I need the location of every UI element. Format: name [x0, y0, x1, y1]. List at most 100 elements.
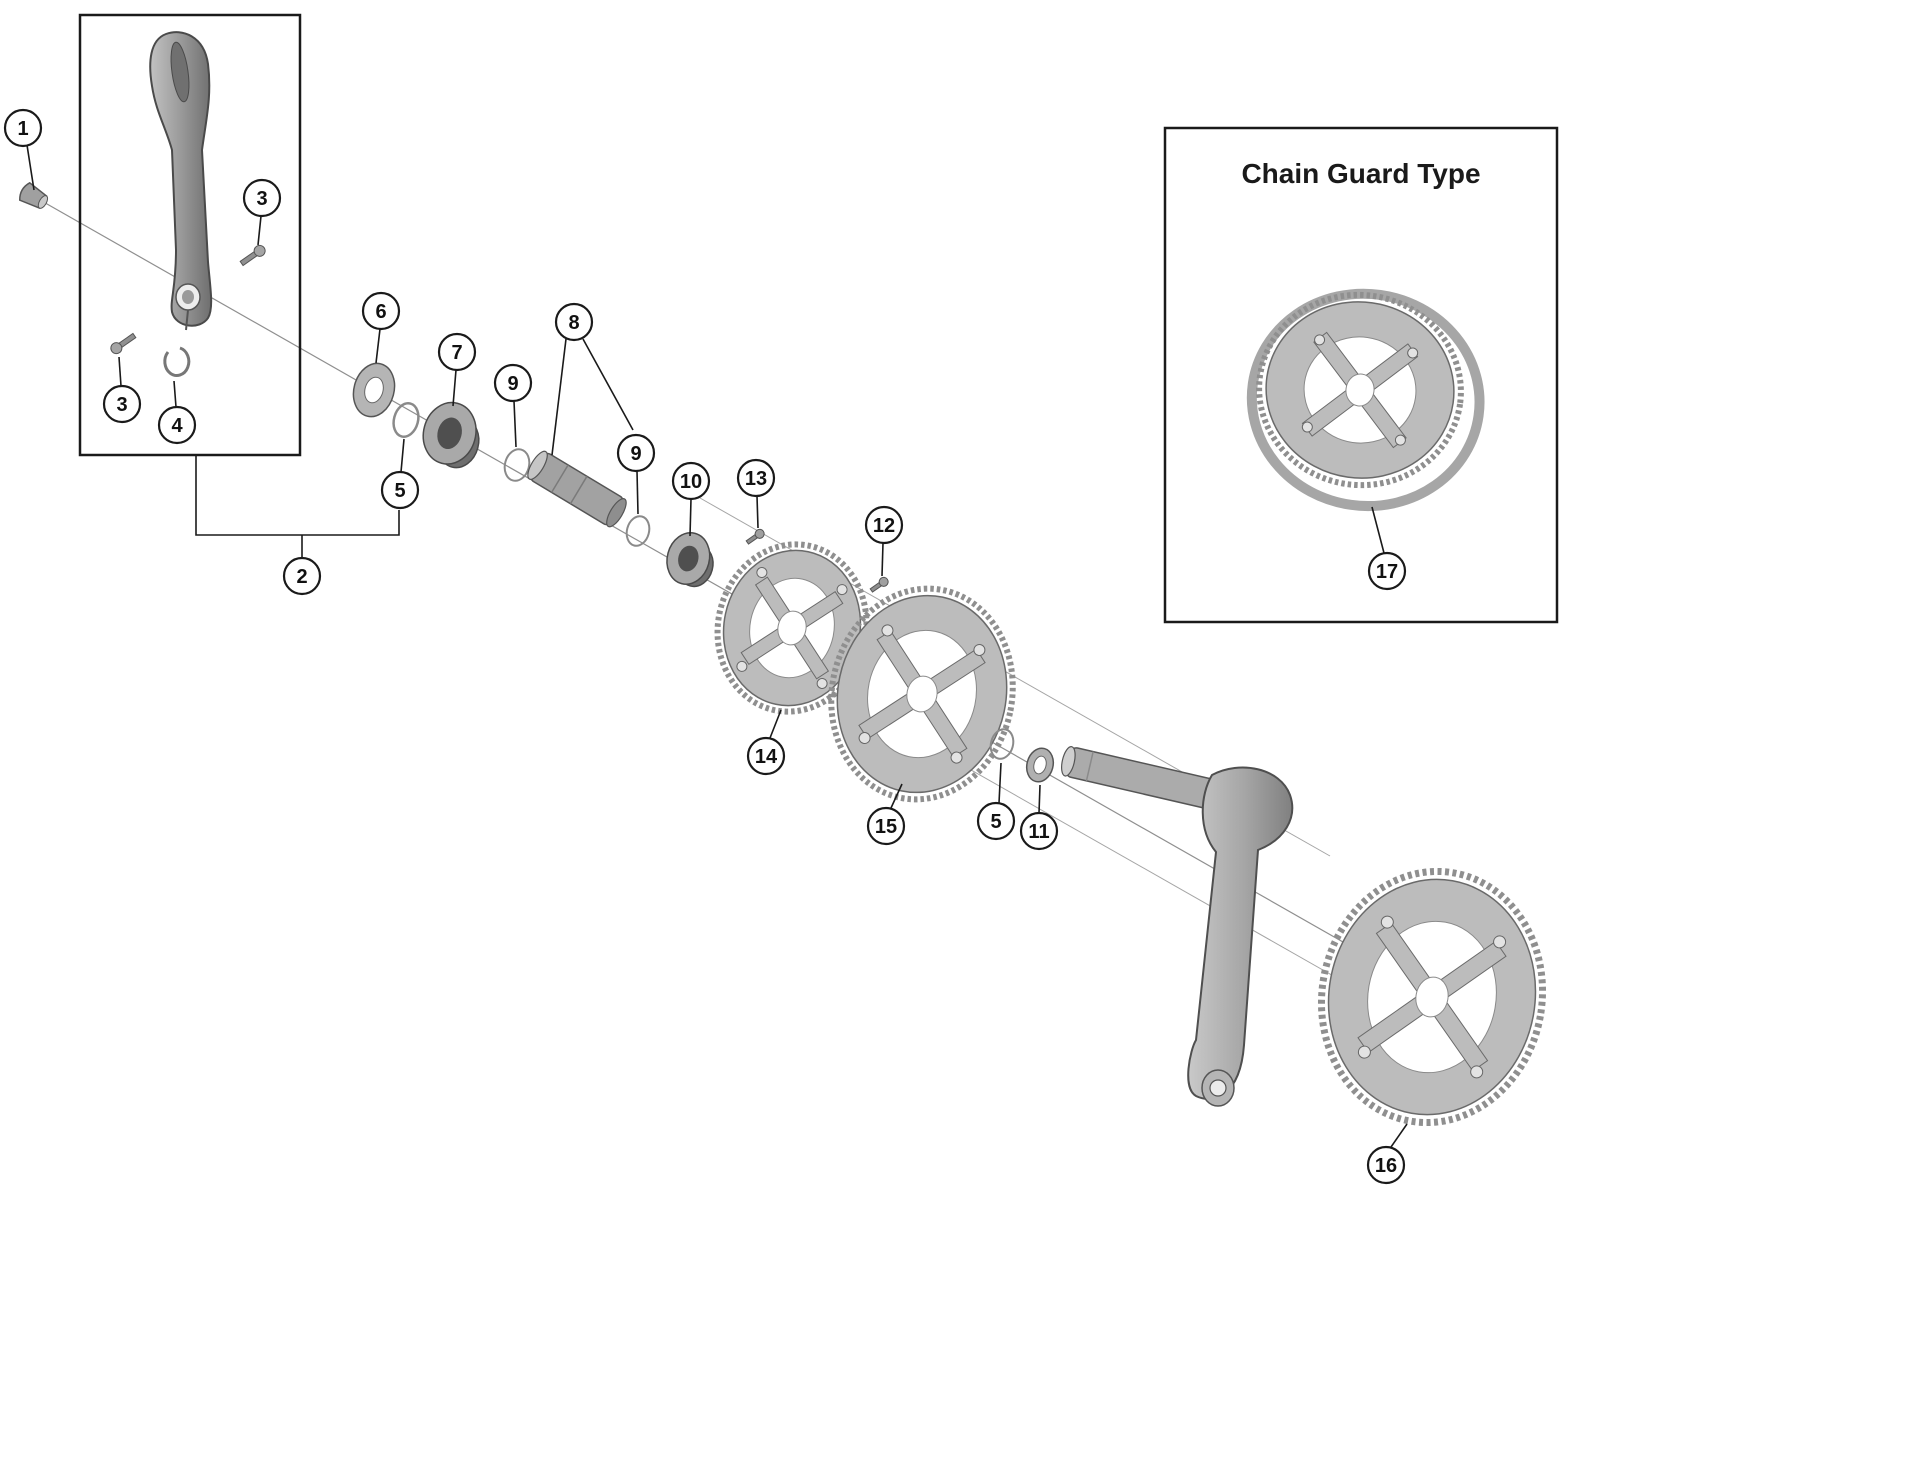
callout-15: 15 [866, 806, 906, 846]
callout-7: 7 [437, 332, 477, 372]
left-crank-arm-slot [170, 41, 190, 103]
callout-3-upper: 3 [242, 178, 282, 218]
o-ring-right [625, 515, 651, 547]
callout-13: 13 [736, 458, 776, 498]
chainring-middle [828, 585, 1016, 803]
leader-5a [400, 438, 405, 473]
chainring-large-bolt-hole [1380, 915, 1394, 929]
callout-4: 4 [157, 405, 197, 445]
chainring-large-hub-hole [1415, 976, 1449, 1018]
callout-6-label: 6 [375, 301, 386, 323]
bracket-2 [195, 455, 400, 536]
crank-spindle-spline [1085, 751, 1094, 782]
leader-7 [452, 369, 457, 407]
chainring-small-bolt-hole [756, 567, 768, 579]
inset-title: Chain Guard Type [1241, 158, 1480, 189]
callout-17-label: 17 [1376, 561, 1398, 583]
chainring-large-bolt-hole [1493, 935, 1507, 949]
callout-8-label: 8 [568, 312, 579, 334]
chainring-bolt-outer-head [878, 576, 889, 587]
pinch-bolt-upper-shaft [239, 250, 259, 267]
leader-8a [551, 338, 567, 456]
chainring-bolt-inner [745, 528, 765, 545]
callout-13-label: 13 [745, 468, 767, 490]
chainring-middle-bolt-hole [858, 732, 871, 745]
chain-guard-bolt-hole [1394, 434, 1406, 446]
chain-guard-chainring [1246, 288, 1485, 512]
chainring-middle-bolt-hole [973, 643, 986, 656]
spacer [1025, 747, 1055, 783]
chainring-middle-bolt-hole [881, 624, 894, 637]
leader-14 [769, 709, 782, 739]
seal-ring-left-shape [392, 402, 420, 438]
callout-4-label: 4 [171, 415, 183, 437]
callouts: 1 3 3 4 6 7 5 2 [3, 108, 1407, 1185]
leader-16 [1390, 1123, 1408, 1148]
bb-cup-right-bore [678, 545, 699, 572]
callout-3-lower-label: 3 [116, 394, 127, 416]
callout-9-right-label: 9 [630, 443, 641, 465]
callout-7-label: 7 [451, 342, 462, 364]
o-ring-right-shape [625, 515, 651, 547]
bb-cup-left [422, 401, 480, 469]
seal-ring-left [392, 402, 420, 438]
bb-shell-end-left [527, 450, 548, 480]
chainring-bolt-inner-head [754, 528, 765, 539]
right-crank-arm-body [1187, 766, 1294, 1100]
callout-5-left: 5 [380, 470, 420, 510]
pinch-bolt-lower-head [110, 342, 123, 355]
bb-cup-left-bore [437, 417, 462, 450]
chainring-large [1317, 867, 1547, 1127]
chainring-small-bolt-hole [836, 584, 848, 596]
left-crank-clamp-slit [185, 309, 189, 331]
callout-5-right: 5 [976, 801, 1016, 841]
bb-shell-rib-2 [569, 475, 588, 505]
callout-12-label: 12 [873, 515, 895, 537]
chainring-large-teeth [1317, 867, 1547, 1127]
chain-guard-bolt-hole [1314, 334, 1326, 346]
callout-5-left-label: 5 [394, 480, 405, 502]
callout-9-left: 9 [493, 363, 533, 403]
callout-17: 17 [1367, 551, 1407, 591]
chain-guard-inset-box [1163, 126, 1559, 624]
callout-15-label: 15 [875, 816, 897, 838]
chainring-small [714, 541, 870, 715]
chain-guard-bolt-hole [1407, 347, 1419, 359]
chainring-bolt-outer-shaft [869, 581, 884, 593]
chainring-middle-hub-hole [906, 675, 938, 713]
chainring-large-bolt-hole [1357, 1045, 1371, 1059]
retaining-clip [163, 346, 191, 377]
callout-6: 6 [361, 291, 401, 331]
o-ring-left [503, 448, 531, 482]
crank-spindle-end [1061, 746, 1076, 777]
callout-14: 14 [746, 736, 786, 776]
left-crank-arm-body [149, 31, 213, 327]
right-crank-arm [1061, 746, 1294, 1107]
bb-shell-sleeve [527, 450, 627, 528]
crank-cap-face [37, 195, 49, 209]
callout-12: 12 [864, 505, 904, 545]
chain-guard-teeth [1256, 291, 1464, 489]
callout-14-label: 14 [755, 746, 778, 768]
leader-9b [636, 470, 639, 515]
seal-ring-right [989, 728, 1015, 760]
chain-guard-bolt-hole [1301, 421, 1313, 433]
callout-5-right-label: 5 [990, 811, 1001, 833]
leader-lines [26, 144, 1408, 1148]
leader-12 [881, 542, 884, 577]
callout-2-label: 2 [296, 566, 307, 588]
callout-9-left-label: 9 [507, 373, 518, 395]
pinch-bolt-upper-head [253, 244, 266, 257]
callout-1-label: 1 [17, 118, 28, 140]
callout-11-label: 11 [1028, 821, 1049, 843]
leader-10 [689, 498, 692, 537]
leader-6 [375, 328, 381, 364]
bb-shell-rib-1 [550, 464, 569, 493]
callout-3-lower: 3 [102, 384, 142, 424]
callout-1: 1 [3, 108, 43, 148]
leader-4 [173, 380, 177, 408]
chainring-small-hub-hole [777, 610, 807, 646]
callout-11: 11 [1019, 811, 1059, 851]
